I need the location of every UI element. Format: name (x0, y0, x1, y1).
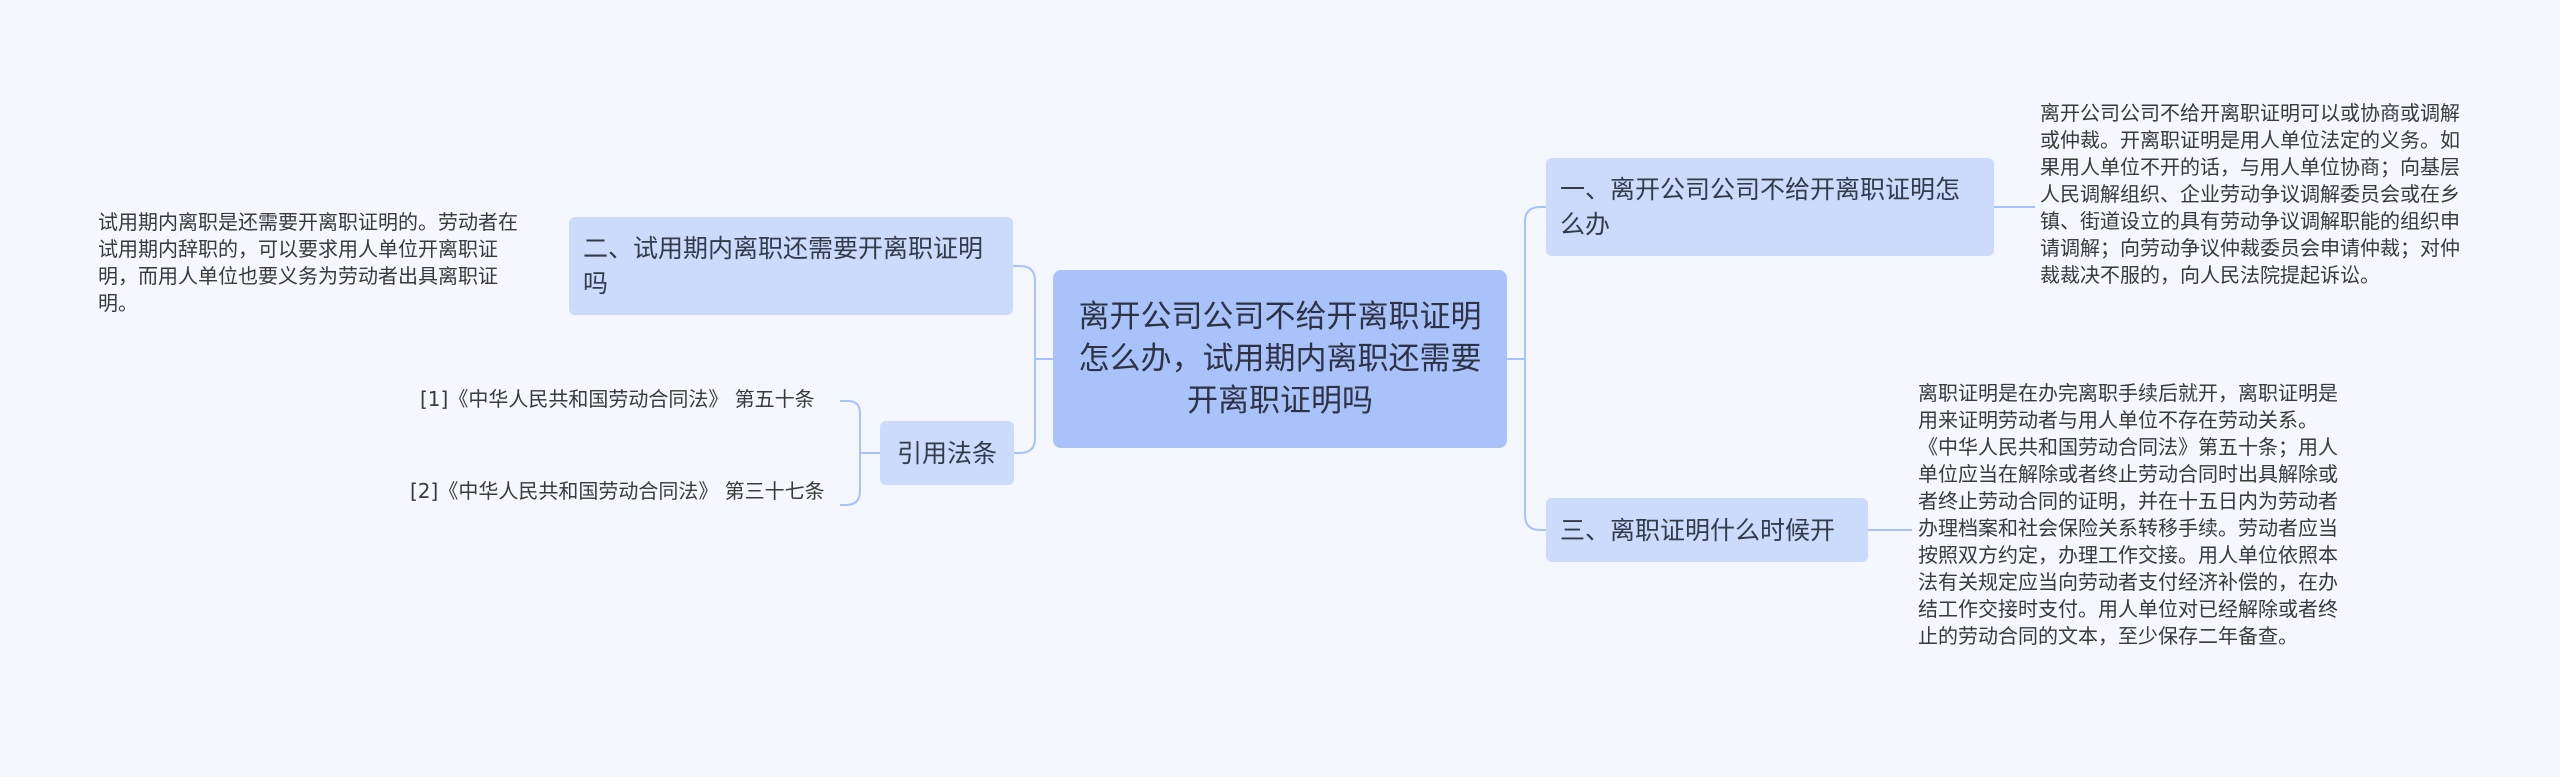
branch-topic-1[interactable]: 一、离开公司公司不给开离职证明怎么办 (1546, 158, 1994, 256)
branch-topic-references[interactable]: 引用法条 (880, 421, 1014, 485)
reference-item-1: [1]《中华人民共和国劳动合同法》 第五十条 (420, 387, 815, 411)
branch-topic-2[interactable]: 二、试用期内离职还需要开离职证明吗 (569, 217, 1013, 315)
root-topic-label: 离开公司公司不给开离职证明怎么办，试用期内离职还需要开离职证明吗 (1078, 299, 1482, 419)
connector-ref-2 (840, 453, 861, 506)
branch-3-detail: 离职证明是在办完离职手续后就开，离职证明是用来证明劳动者与用人单位不存在劳动关系… (1918, 381, 2338, 648)
connector-to-branch-2 (1013, 265, 1036, 359)
branch-2-detail: 试用期内离职是还需要开离职证明的。劳动者在试用期内辞职的，可以要求用人单位开离职… (98, 210, 518, 315)
branch-topic-2-label: 二、试用期内离职还需要开离职证明吗 (583, 234, 984, 298)
branch-topic-3-label: 三、离职证明什么时候开 (1560, 515, 1836, 545)
connector-ref-1 (840, 400, 861, 453)
connector-to-branch-3 (1524, 359, 1546, 531)
connector-to-branch-1 (1524, 206, 1546, 359)
reference-item-2: [2]《中华人民共和国劳动合同法》 第三十七条 (410, 479, 825, 503)
branch-topic-1-label: 一、离开公司公司不给开离职证明怎么办 (1560, 175, 1961, 239)
root-topic[interactable]: 离开公司公司不给开离职证明怎么办，试用期内离职还需要开离职证明吗 (1053, 270, 1507, 448)
branch-1-detail: 离开公司公司不给开离职证明可以或协商或调解或仲裁。开离职证明是用人单位法定的义务… (2040, 101, 2460, 287)
branch-topic-3[interactable]: 三、离职证明什么时候开 (1546, 498, 1868, 562)
connector-to-refs (1014, 359, 1036, 454)
branch-topic-references-label: 引用法条 (896, 438, 997, 468)
